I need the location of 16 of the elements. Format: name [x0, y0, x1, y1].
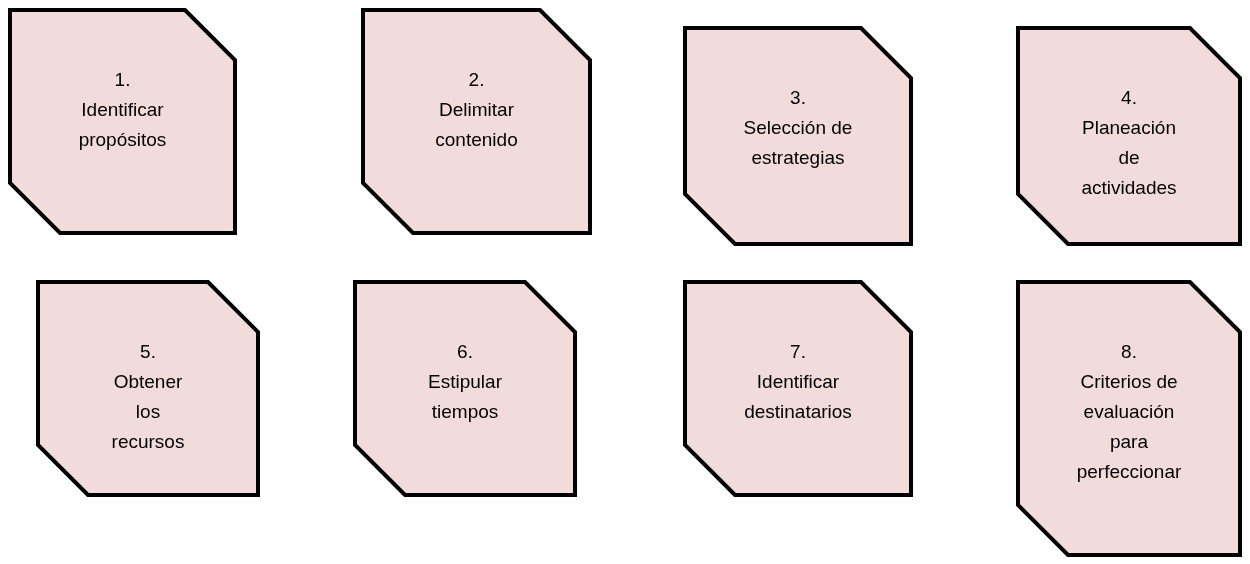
step-label: Estipular tiempos [427, 370, 503, 424]
step-number: 4. [1121, 86, 1137, 110]
step-label: Selección de estrategias [742, 116, 854, 170]
step-number: 2. [468, 68, 485, 92]
step-number: 6. [457, 340, 473, 364]
step-number: 1. [114, 68, 131, 92]
step-label: Criterios de evaluación para perfeccionar [1075, 370, 1183, 484]
step-label: Identificar destinatarios [743, 370, 853, 424]
step-number: 8. [1121, 340, 1137, 364]
step-label: Planeación de actividades [1080, 116, 1178, 200]
step-label: Identificar propósitos [77, 98, 168, 152]
step-label: Obtener los recursos [110, 370, 186, 454]
step-number: 7. [790, 340, 806, 364]
step-label: Delimitar contenido [434, 98, 519, 152]
step-number: 5. [140, 340, 156, 364]
step-number: 3. [790, 86, 806, 110]
